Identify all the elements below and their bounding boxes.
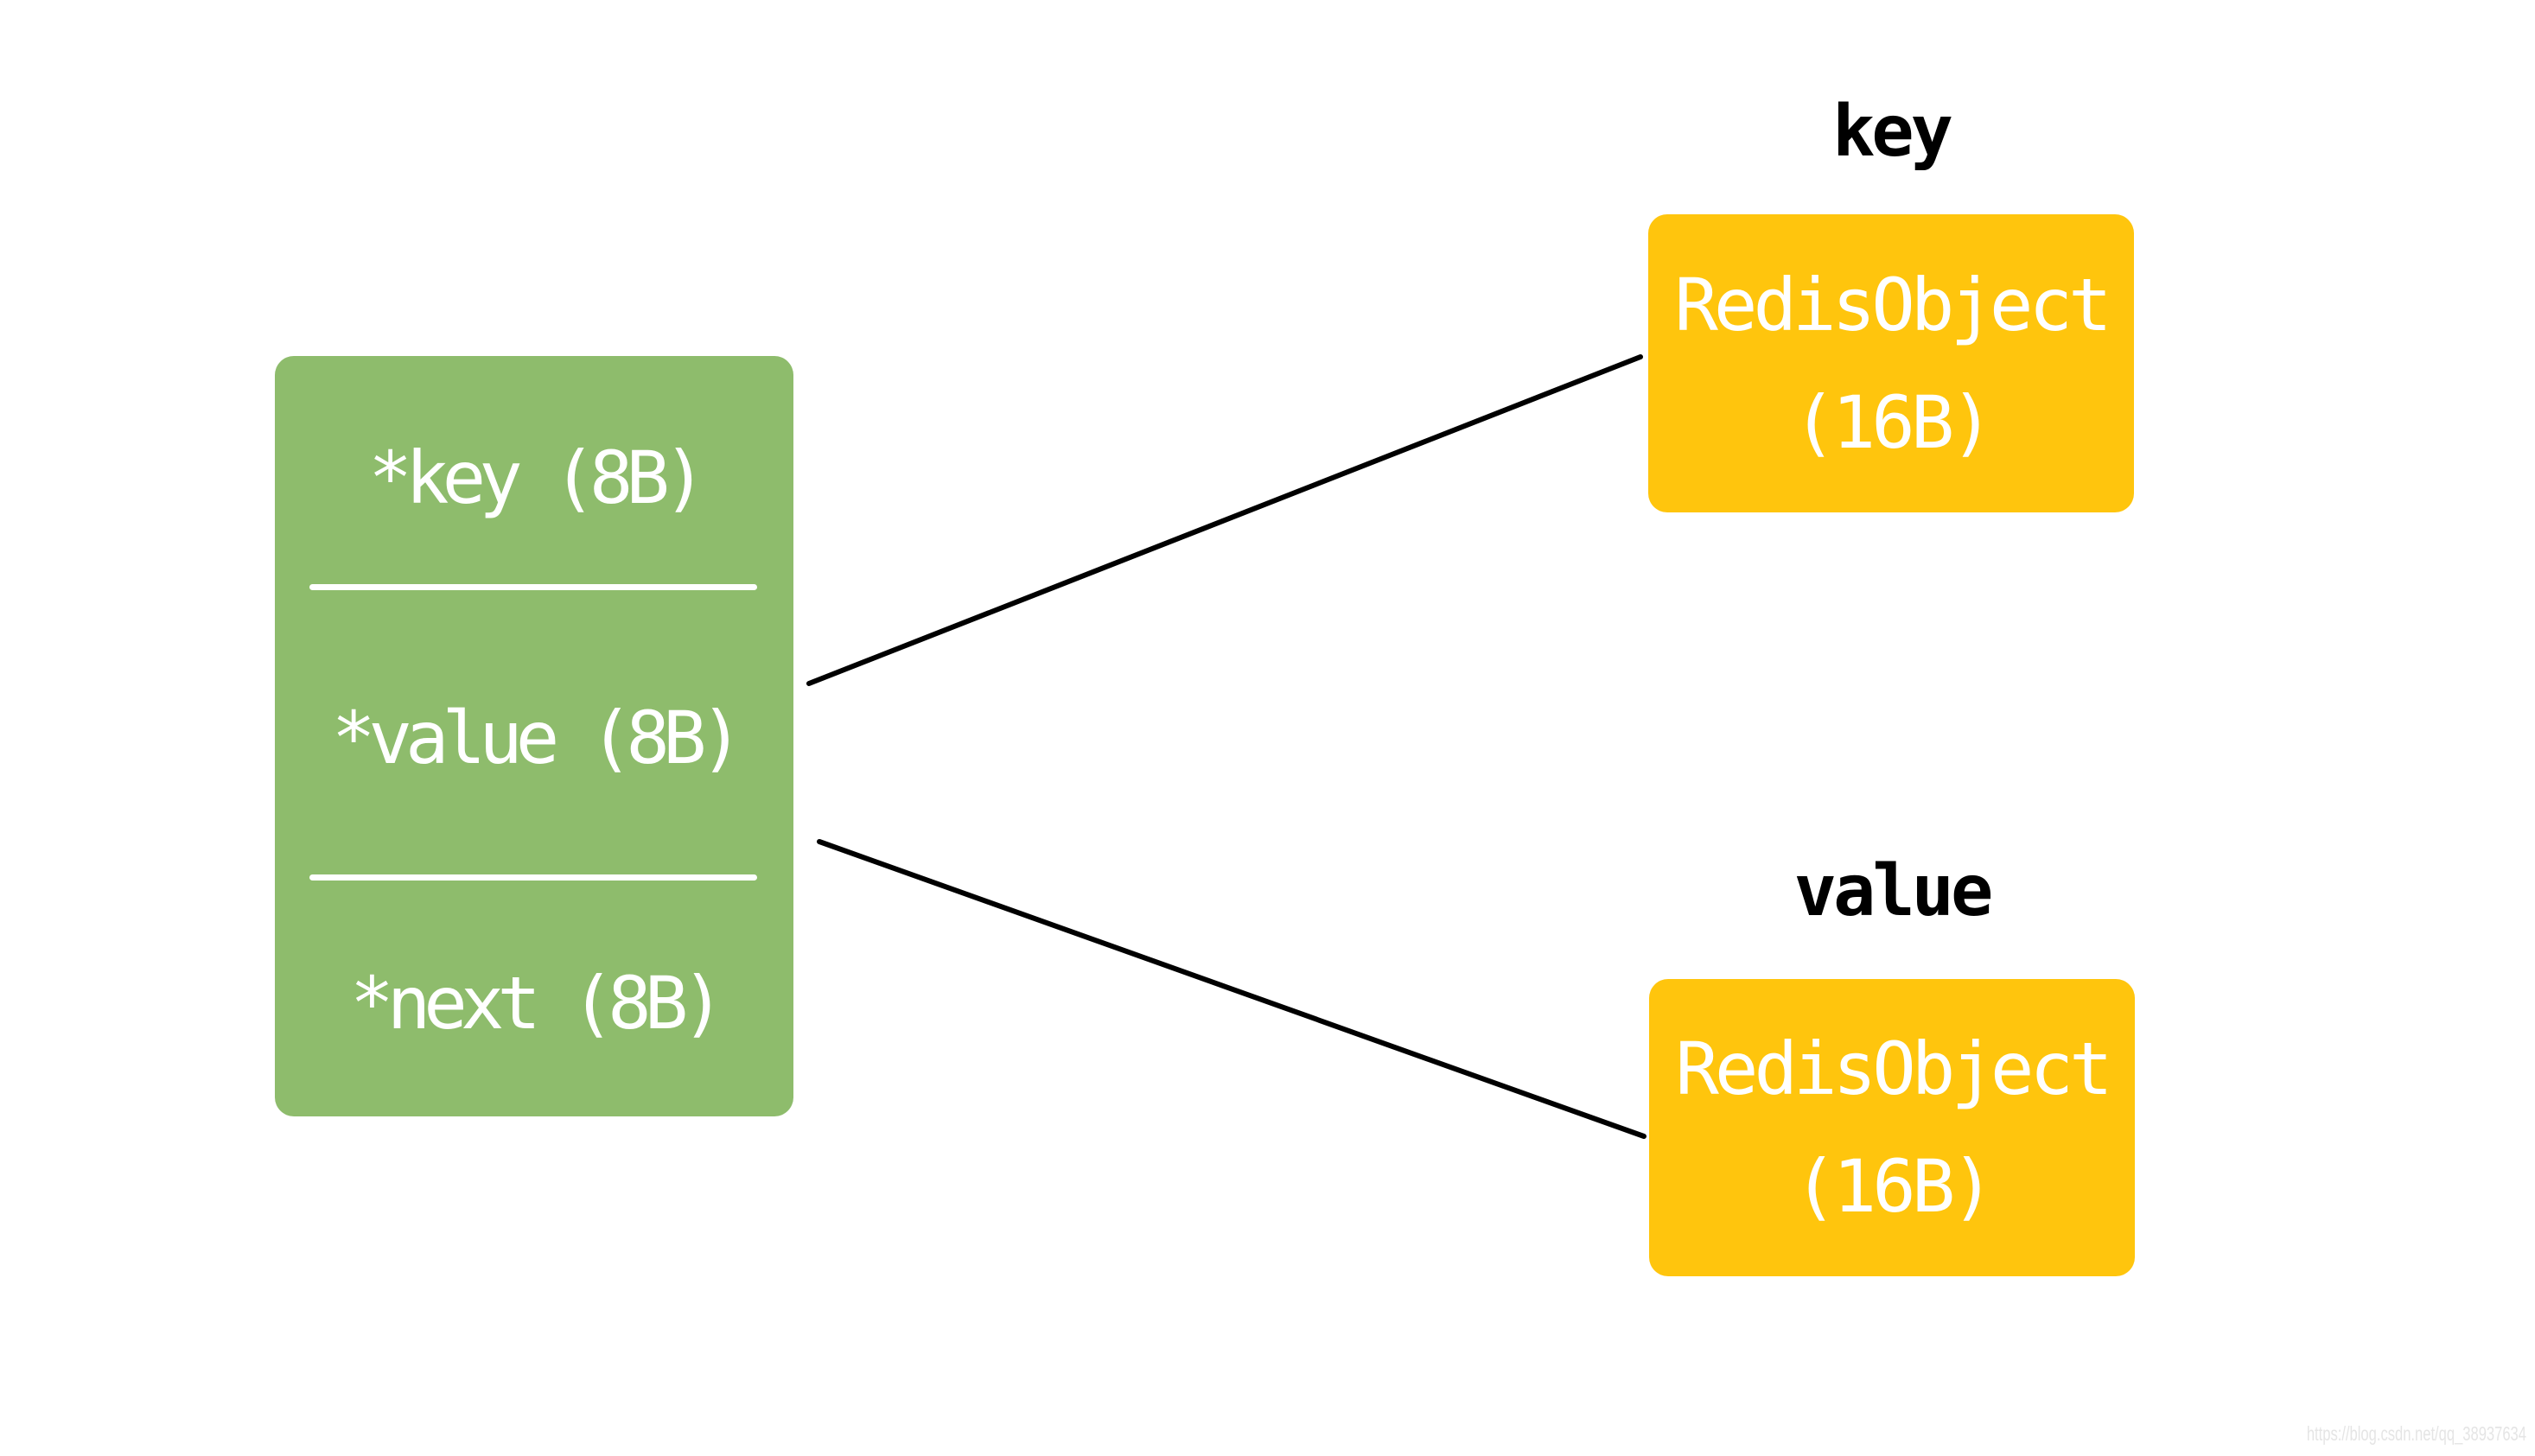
entry-field-next: *next (8B) (350, 960, 725, 1046)
key-node-title: key (1831, 91, 1953, 173)
field-divider (309, 584, 757, 590)
value-object-node: RedisObject (16B) (1649, 979, 2135, 1276)
connector-line-entry-to-key (806, 354, 1643, 686)
value-object-size: (16B) (1793, 1144, 1995, 1229)
csdn-watermark: https://blog.csdn.net/qq_38937634 (2306, 1422, 2526, 1445)
dict-entry-node: *key (8B) *value (8B) *next (8B) (275, 356, 793, 1116)
entry-field-value: *value (8B) (331, 696, 743, 780)
connector-line-entry-to-value (817, 839, 1646, 1139)
key-object-name: RedisObject (1674, 262, 2111, 347)
key-object-node: RedisObject (16B) (1648, 214, 2134, 512)
entry-field-key: *key (8B) (368, 435, 706, 520)
field-divider (309, 874, 757, 881)
value-object-name: RedisObject (1675, 1027, 2112, 1111)
key-object-size: (16B) (1793, 379, 1994, 465)
value-node-title: value (1793, 850, 1994, 932)
